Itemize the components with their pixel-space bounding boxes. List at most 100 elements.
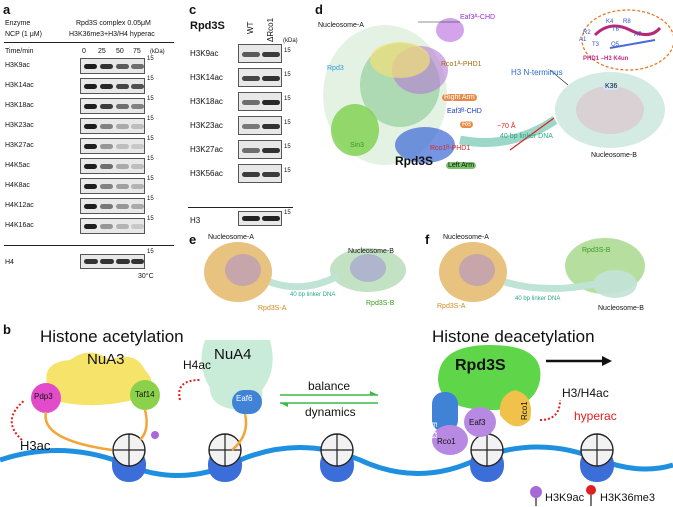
nucleosome-3 [320,433,354,482]
inset-frame [581,9,673,71]
blot-row [238,116,282,135]
row-label: H4K12ac [5,202,34,209]
eaf3-left-shape [432,392,458,432]
marker-15: 15 [147,116,154,122]
nucleosome-b-core [350,254,386,282]
structure-d [323,9,673,165]
inset-a7: A7 [634,32,642,38]
band [100,64,113,69]
band [100,104,113,109]
row-label: H3K23ac [190,121,223,130]
row-label: H3K9ac [5,62,30,69]
band [242,52,260,57]
eaf6-label: Eaf6 [236,394,253,403]
distance-arrow [509,117,555,151]
divider [4,245,174,246]
title-acetylation: Histone acetylation [40,327,184,346]
enzyme-value: Rpd3S complex 0.05μM [76,20,151,27]
nucleosome-a-label: Nucleosome-A [318,22,364,29]
panel-d-label: d [315,2,323,17]
band [116,224,129,229]
nucleosome-5 [580,433,614,482]
time-25: 25 [98,48,106,55]
balance-label: balance [308,379,351,393]
blot-row [238,140,282,159]
linker-label: 40 bp linker DNA [515,296,561,302]
eaf3-link [231,413,248,451]
band [242,148,260,153]
marker-15: 15 [147,156,154,162]
schematic [0,340,673,506]
blot-h4 [80,254,145,269]
band [84,204,97,209]
eaf3-left-label: Eaf3 [429,422,438,439]
marker-15: 15 [284,144,291,150]
band [100,124,113,129]
band [116,84,129,89]
band [242,216,260,221]
h4ac-arrow [178,379,201,401]
blot-row [80,158,145,174]
linker-dna [503,278,596,292]
sin3-label: Sin3 [350,142,365,149]
histone-b-shape [576,86,644,134]
linker-dna [268,272,340,291]
linker-label: 40 bp linker DNA [500,133,553,140]
blot-h3 [238,211,282,226]
taf14-link [139,409,148,441]
divider [4,42,174,43]
inset-r2: R2 [583,30,591,36]
blot-row [80,58,145,74]
marker-15: 15 [147,176,154,182]
k36-label: K36 [603,83,620,90]
nucleosome-1 [112,433,146,482]
marker-15: 15 [284,168,291,174]
band [262,76,280,81]
distance-label: ~70 Å [497,123,516,130]
row-label-h3: H3 [190,216,201,225]
band [262,148,280,153]
row-label: H3K14ac [5,82,34,89]
band [116,124,129,129]
band [100,204,113,209]
nua3-shape [46,352,152,406]
rco1-right-label: Rco1 [520,401,529,420]
ncp-label: NCP (1 μM) [5,31,42,38]
enzyme-label: Enzyme [5,20,31,27]
divider [188,207,293,208]
structure-f [439,238,645,302]
k9ac-legend-icon [530,486,542,498]
row-label: H3K27ac [5,142,34,149]
band [131,224,144,229]
h3ac-arrow [10,399,26,441]
band [262,216,280,221]
time-0: 0 [82,48,86,55]
rpd3s-label: Rpd3S [455,357,506,374]
eaf3b-shape [395,127,455,163]
blot-row [238,44,282,63]
row-label: H3K56ac [190,169,223,178]
band [100,164,113,169]
time-50: 50 [116,48,124,55]
band [262,100,280,105]
col-wt: WT [246,21,255,34]
kda-label: (kDa) [283,38,298,44]
band [131,144,144,149]
nucleosome-2 [208,433,242,482]
taf14-shape [130,380,160,410]
eaf3a-shape [436,18,464,42]
pointer [549,69,569,86]
rco1-shape [432,425,468,455]
band [262,52,280,57]
left-arm-label: Left Arm [446,162,477,169]
band [84,64,97,69]
row-label: H3K18ac [5,102,34,109]
marker-15: 15 [284,96,291,102]
r8-label: R8 [460,121,473,128]
band [84,104,97,109]
blot-row [80,198,145,214]
band [116,104,129,109]
band [242,124,260,129]
rpd3s-b-label: Rpd3S-B [366,300,395,307]
band [84,124,97,129]
